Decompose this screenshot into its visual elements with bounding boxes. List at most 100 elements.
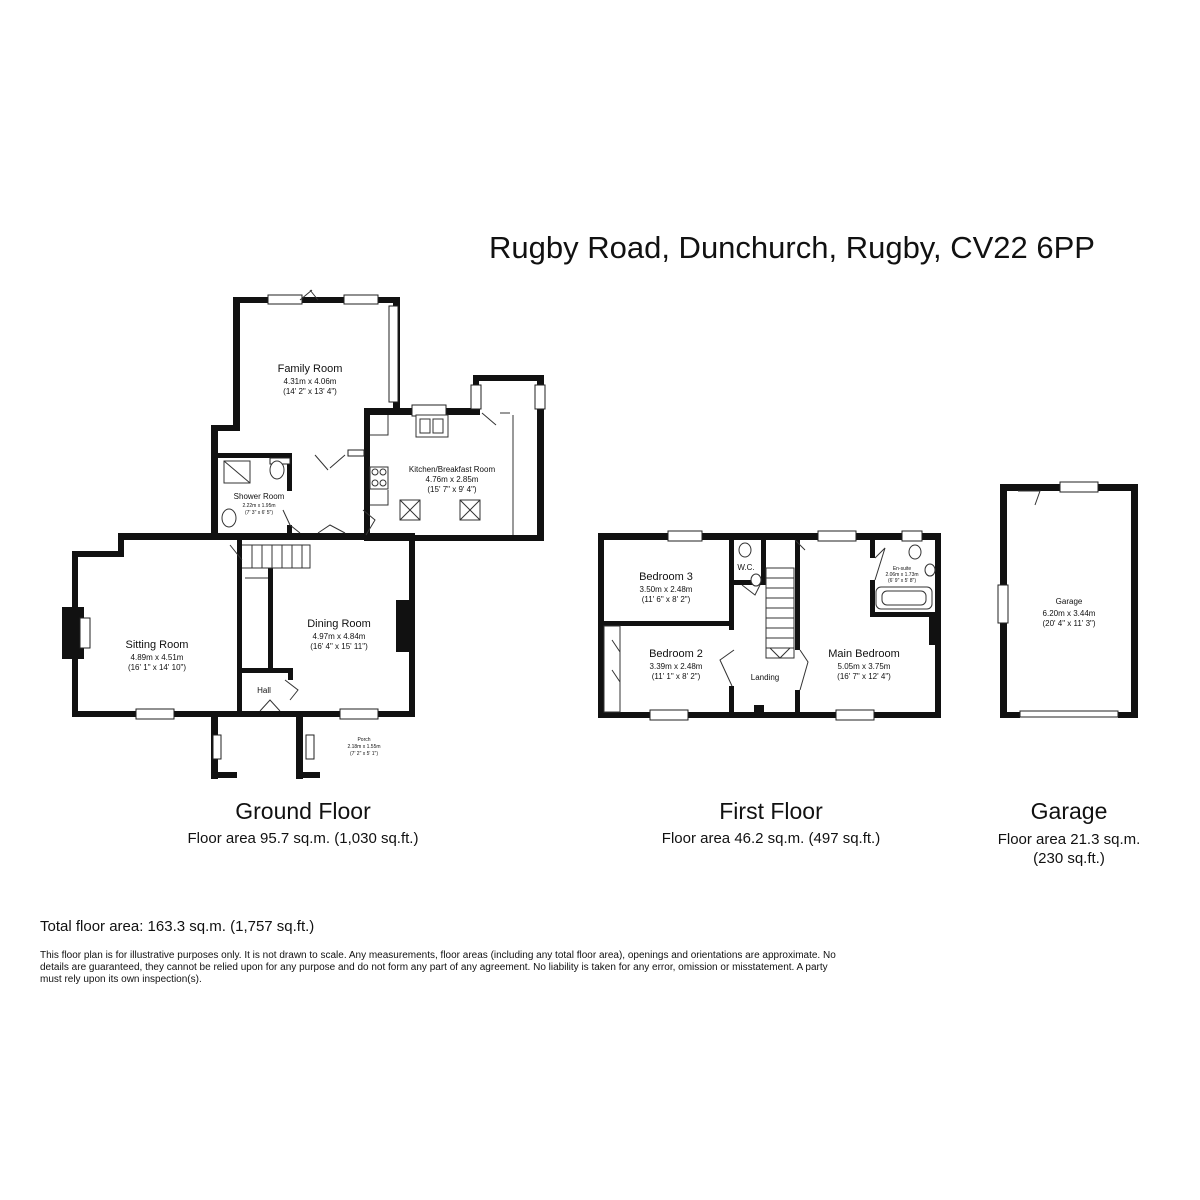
wall xyxy=(287,453,292,491)
toilet xyxy=(908,544,922,560)
door xyxy=(362,509,376,536)
bedroom-2-metric: 3.39m x 2.48m xyxy=(650,662,703,671)
window xyxy=(267,294,303,305)
garage-title: Garage xyxy=(1030,798,1108,824)
wall xyxy=(233,297,400,303)
wall xyxy=(795,690,800,718)
wall xyxy=(296,772,320,778)
basin xyxy=(750,573,762,587)
window xyxy=(667,530,703,542)
family-room-imperial: (14' 2" x 13' 4") xyxy=(283,387,337,396)
family-room-metric: 4.31m x 4.06m xyxy=(284,377,337,386)
window xyxy=(649,709,689,721)
main-bedroom-label: Main Bedroom xyxy=(828,648,900,660)
window xyxy=(901,530,923,542)
door xyxy=(794,539,806,551)
staircase xyxy=(765,567,795,659)
wardrobe xyxy=(603,625,621,713)
door xyxy=(874,547,886,581)
wc-label: W.C. xyxy=(737,563,754,572)
wall xyxy=(537,375,544,541)
main-bedroom-imperial: (16' 7" x 12' 4") xyxy=(837,672,891,681)
window xyxy=(79,617,91,649)
garage-imperial: (20' 4" x 11' 3") xyxy=(1042,619,1095,628)
wall xyxy=(268,568,273,668)
ground-floor-title: Ground Floor xyxy=(235,798,371,824)
wall xyxy=(118,533,415,540)
wall xyxy=(296,711,303,779)
window xyxy=(817,530,857,542)
sitting-room-imperial: (16' 1" x 14' 10") xyxy=(128,663,186,672)
wall xyxy=(237,540,242,717)
garage-label: Garage xyxy=(1056,597,1083,606)
french-doors xyxy=(299,289,319,301)
wall xyxy=(233,297,240,431)
bedroom-3-label: Bedroom 3 xyxy=(639,571,693,583)
total-floor-area: Total floor area: 163.3 sq.m. (1,757 sq.… xyxy=(40,918,315,935)
wall xyxy=(211,425,218,537)
window xyxy=(305,734,315,760)
garage-metric: 6.20m x 3.44m xyxy=(1043,609,1096,618)
main-bedroom-metric: 5.05m x 3.75m xyxy=(838,662,891,671)
wall xyxy=(598,621,734,626)
property-address-title: Rugby Road, Dunchurch, Rugby, CV22 6PP xyxy=(489,230,1095,265)
wall xyxy=(929,617,941,645)
kitchen-label: Kitchen/Breakfast Room xyxy=(409,465,496,474)
roof-light xyxy=(399,499,421,521)
shower-room-imperial: (7' 3" x 6' 5") xyxy=(245,510,273,516)
door xyxy=(229,544,243,561)
roof-light xyxy=(399,499,421,521)
toilet xyxy=(738,542,752,558)
hob-ring xyxy=(379,468,387,476)
window xyxy=(212,734,222,760)
sitting-room-metric: 4.89m x 4.51m xyxy=(131,653,184,662)
window xyxy=(343,294,379,305)
basin xyxy=(221,508,237,528)
wardrobe-door xyxy=(611,639,621,683)
sitting-room-label: Sitting Room xyxy=(126,639,189,651)
chimney-breast xyxy=(396,600,414,652)
window xyxy=(534,384,546,410)
wall xyxy=(211,425,240,431)
door xyxy=(317,524,346,534)
wall xyxy=(761,540,766,585)
door xyxy=(719,649,735,687)
wall xyxy=(1131,484,1138,718)
wall xyxy=(870,580,875,617)
garage-area: Floor area 21.3 sq.m. (230 sq.ft.) xyxy=(997,831,1141,867)
bath-inner xyxy=(881,590,927,606)
wall xyxy=(870,612,941,617)
landing-label: Landing xyxy=(751,673,779,682)
wall xyxy=(598,712,941,718)
ground-floor-area: Floor area 95.7 sq.m. (1,030 sq.ft.) xyxy=(187,830,419,847)
sink-bowl xyxy=(432,418,444,434)
porch-imperial: (7' 2" x 5' 1") xyxy=(350,751,378,757)
garage-door xyxy=(1019,710,1119,718)
window xyxy=(1059,481,1099,493)
door xyxy=(314,454,346,471)
window xyxy=(470,384,482,410)
porch-label: Porch xyxy=(357,737,370,743)
first-floor-title: First Floor xyxy=(719,798,823,824)
dining-room-imperial: (16' 4" x 15' 11") xyxy=(310,642,368,651)
window xyxy=(347,449,365,457)
window xyxy=(135,708,175,720)
wall xyxy=(288,668,293,680)
porch-metric: 2.18m x 1.55m xyxy=(347,744,380,750)
wall xyxy=(729,580,766,585)
door xyxy=(282,509,301,534)
kitchen-metric: 4.76m x 2.85m xyxy=(426,475,479,484)
door xyxy=(259,699,281,712)
worktop xyxy=(370,415,389,506)
hob-ring xyxy=(371,479,379,487)
window xyxy=(388,305,399,403)
door xyxy=(1018,490,1041,506)
wall xyxy=(364,408,370,533)
wall xyxy=(598,533,941,540)
roof-light xyxy=(459,499,481,521)
dining-room-metric: 4.97m x 4.84m xyxy=(313,632,366,641)
hob-ring xyxy=(371,468,379,476)
window xyxy=(997,584,1009,624)
roof-light xyxy=(459,499,481,521)
